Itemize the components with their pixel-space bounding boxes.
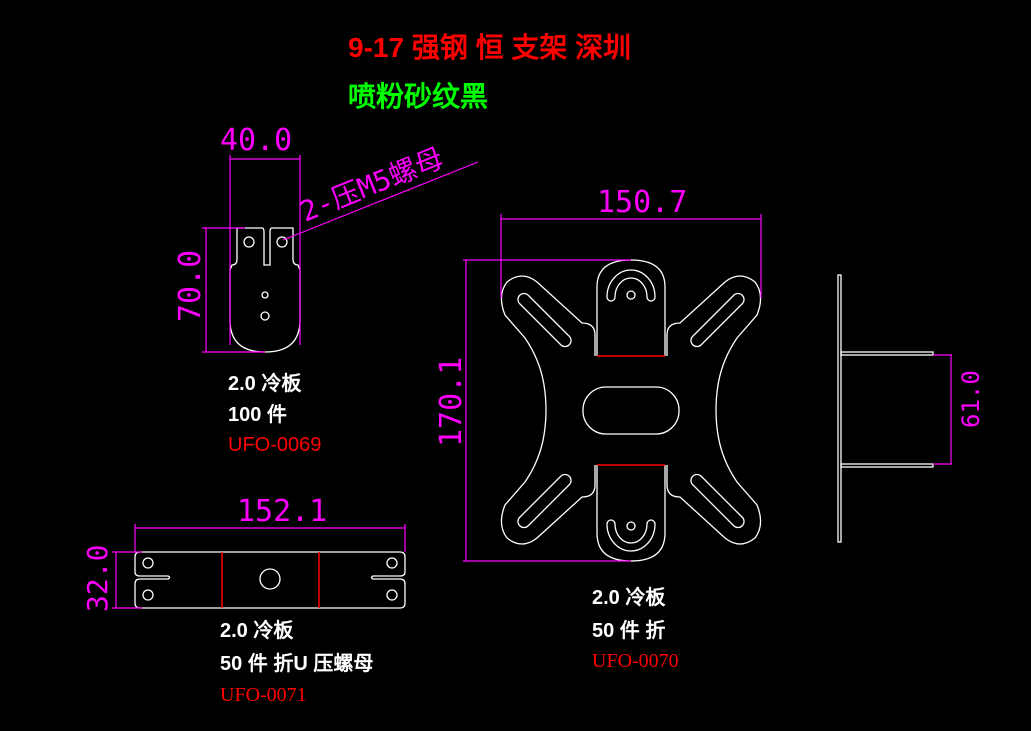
hole [386, 557, 398, 569]
part-code: UFO-0071 [220, 684, 307, 706]
hole [386, 589, 398, 601]
dim-width-label: 152.1 [237, 494, 327, 529]
part3-outline [134, 551, 406, 609]
leader-line [282, 161, 479, 241]
part-ufo-0071: 152.1 32.0 2.0 冷板 50 件 折U 压螺母 UFO-0071 [81, 494, 406, 706]
dim-height-label: 70.0 [173, 250, 208, 322]
hole [261, 291, 269, 299]
part-ufo-0070: 150.7 170.1 61.0 2.0 冷板 50 件 折 UFO-0070 [434, 185, 985, 672]
material-label: 2.0 冷板 [228, 371, 302, 395]
part-code: UFO-0069 [228, 434, 321, 456]
material-label: 2.0 冷板 [220, 618, 294, 642]
hole [142, 557, 154, 569]
finish-note: 喷粉砂纹黑 [348, 80, 488, 112]
side-view-plate [837, 274, 842, 543]
quantity-label: 100 件 [228, 402, 287, 426]
vesa-slot [690, 473, 745, 529]
dim-width-label: 150.7 [597, 185, 687, 220]
center-slot [582, 386, 680, 435]
nut-hole [259, 568, 281, 590]
u-slot [606, 269, 656, 302]
top-tab [596, 259, 666, 356]
vesa-slot [690, 292, 745, 348]
drawing-title: 9-17 强钢 恒 支架 深圳 [348, 32, 631, 63]
u-slot [606, 519, 656, 552]
nut-note: 2-压M5螺母 [295, 141, 448, 228]
side-view-flange [840, 463, 934, 468]
bottom-tab [596, 465, 666, 562]
dim-gap-label: 61.0 [957, 370, 985, 428]
material-label: 2.0 冷板 [592, 585, 666, 609]
part2-body-left [500, 275, 596, 545]
nut-hole [276, 236, 288, 248]
vesa-slot [517, 473, 572, 529]
quantity-label: 50 件 折U 压螺母 [220, 651, 373, 675]
part-code: UFO-0070 [592, 650, 679, 672]
part2-body-right [666, 275, 762, 545]
quantity-label: 50 件 折 [592, 618, 665, 642]
hole [260, 311, 270, 321]
hole [626, 290, 636, 300]
dim-height-label: 170.1 [434, 357, 469, 447]
side-view-flange [840, 351, 934, 356]
hole [142, 589, 154, 601]
hole [626, 521, 636, 531]
hole [243, 236, 255, 248]
vesa-slot [517, 292, 572, 348]
dim-height-label: 32.0 [81, 545, 114, 612]
dim-width-label: 40.0 [220, 123, 292, 158]
part-ufo-0069: 40.0 70.0 2-压M5螺母 2.0 冷板 100 件 UFO-0069 [173, 123, 479, 456]
part1-outline [229, 227, 301, 353]
